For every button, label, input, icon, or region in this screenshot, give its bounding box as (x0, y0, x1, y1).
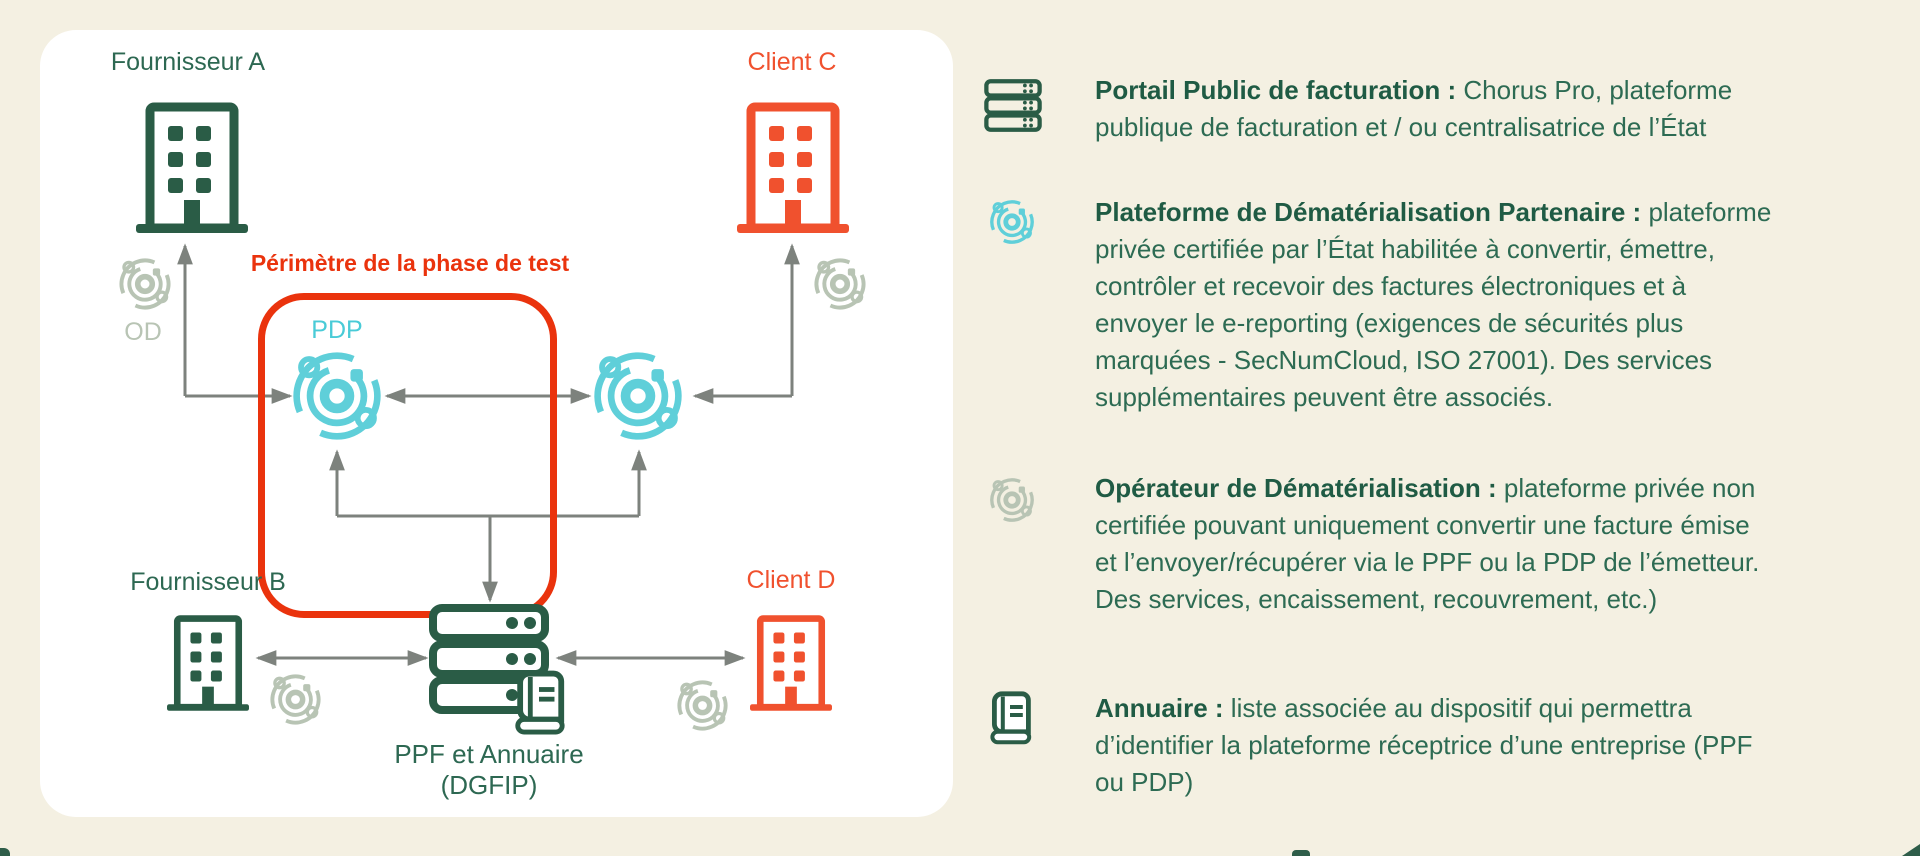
pdp-orbit-icon (289, 348, 385, 444)
legend-line: envoyer le e-reporting (exigences de séc… (1095, 308, 1684, 338)
decorative-shape (1902, 844, 1920, 856)
label-client-c: Client C (747, 48, 837, 76)
building-fournisseur-b-icon (167, 612, 249, 713)
label-client-d: Client D (746, 566, 836, 594)
book-icon (986, 691, 1034, 747)
od-orbit-icon (988, 476, 1036, 524)
legend-line: certifiée pouvant uniquement convertir u… (1095, 510, 1750, 540)
server-stack-icon (984, 79, 1042, 132)
legend-term: Annuaire : (1095, 693, 1231, 723)
label-od: OD (124, 318, 162, 346)
decorative-shape (0, 848, 10, 856)
legend-item-annuaire: Annuaire : liste associée au dispositif … (1095, 690, 1753, 801)
legend-line: Des services, encaissement, recouvrement… (1095, 584, 1658, 614)
legend-item-pdp: Plateforme de Dématérialisation Partenai… (1095, 194, 1771, 416)
legend-line: contrôler et recevoir des factures élect… (1095, 271, 1687, 301)
legend-line: marquées - SecNumCloud, ISO 27001). Des … (1095, 345, 1713, 375)
legend-line: supplémentaires peuvent être associés. (1095, 382, 1554, 412)
label-dgfip: (DGFIP) (440, 770, 538, 800)
legend-line: privée certifiée par l’État habilitée à … (1095, 234, 1715, 264)
legend-line: Portail Public de facturation : Chorus P… (1095, 75, 1733, 105)
label-fournisseur-a: Fournisseur A (110, 48, 266, 76)
label-pdp: PDP (311, 316, 363, 344)
legend-line: d’identifier la plateforme réceptrice d’… (1095, 730, 1753, 760)
building-client-d-icon (750, 612, 832, 713)
label-ppf-annuaire: PPF et Annuaire (394, 739, 584, 769)
legend-item-od: Opérateur de Dématérialisation : platefo… (1095, 470, 1759, 618)
legend-line: Opérateur de Dématérialisation : platefo… (1095, 473, 1756, 503)
legend-term: Plateforme de Dématérialisation Partenai… (1095, 197, 1649, 227)
od-orbit-icon (117, 256, 173, 312)
legend-line: Plateforme de Dématérialisation Partenai… (1095, 197, 1772, 227)
od-orbit-icon (812, 256, 868, 312)
pdp-orbit-icon (590, 348, 686, 444)
building-fournisseur-a-icon (136, 98, 248, 236)
legend-term: Opérateur de Dématérialisation : (1095, 473, 1504, 503)
legend-line: ou PDP) (1095, 767, 1194, 797)
legend-line: Annuaire : liste associée au dispositif … (1095, 693, 1692, 723)
building-client-c-icon (737, 98, 849, 236)
legend-line: publique de facturation et / ou centrali… (1095, 112, 1707, 142)
label-fournisseur-b: Fournisseur B (130, 568, 286, 596)
test-perimeter-outline (258, 293, 557, 618)
od-orbit-icon (268, 672, 323, 727)
legend-term: Portail Public de facturation : (1095, 75, 1464, 105)
annuaire-book-icon (510, 670, 568, 738)
pdp-orbit-icon (988, 198, 1036, 246)
od-orbit-icon (675, 678, 730, 733)
legend-item-portail-public: Portail Public de facturation : Chorus P… (1095, 72, 1732, 146)
legend-line: et l’envoyer/récupérer via le PPF ou la … (1095, 547, 1760, 577)
decorative-shape (1292, 850, 1310, 856)
label-test-perimeter: Périmètre de la phase de test (250, 250, 570, 276)
